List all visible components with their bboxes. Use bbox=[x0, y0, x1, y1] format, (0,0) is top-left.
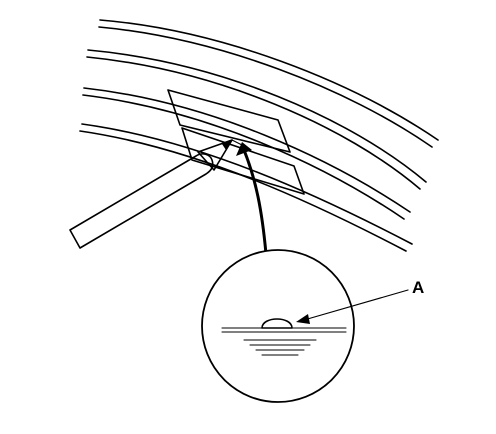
tape-lower bbox=[181, 127, 305, 195]
callout-a-arrowhead bbox=[296, 314, 310, 324]
magnify-arrow-line bbox=[242, 149, 268, 255]
pen-tip-shade bbox=[222, 140, 232, 150]
pen-tip bbox=[197, 139, 233, 171]
detail-hatching bbox=[243, 339, 317, 356]
magnify-arrow bbox=[236, 142, 268, 255]
magnify-arrow-head bbox=[236, 142, 252, 156]
callout-a-leader bbox=[303, 289, 409, 321]
grid-line-2b bbox=[86, 56, 421, 190]
tape-upper bbox=[167, 89, 291, 153]
grid-line-2a bbox=[87, 49, 427, 183]
pen-body bbox=[69, 153, 214, 249]
masking-tape bbox=[167, 89, 305, 195]
grid-line-4a bbox=[81, 123, 413, 245]
defroster-grid-lines bbox=[79, 19, 439, 252]
detail-view bbox=[201, 249, 355, 403]
callout-a: A bbox=[296, 278, 424, 324]
grid-line-1a bbox=[99, 19, 439, 141]
detail-circle bbox=[201, 249, 355, 403]
callout-a-label: A bbox=[412, 278, 424, 297]
grid-line-3b bbox=[82, 94, 405, 220]
grid-line-1b bbox=[98, 26, 433, 148]
grid-line-3a bbox=[83, 87, 411, 213]
detail-bead bbox=[261, 318, 293, 329]
applicator-pen bbox=[69, 139, 233, 249]
